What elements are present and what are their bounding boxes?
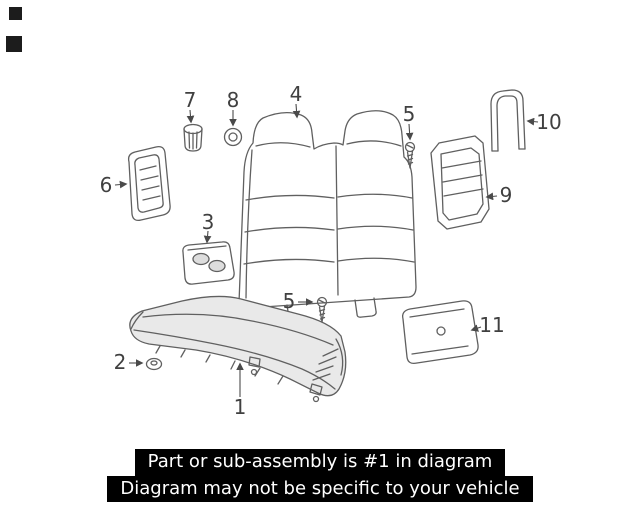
callout-arrow-10: [526, 117, 539, 126]
callout-label-5b: 5: [283, 289, 296, 313]
part-screw-lower: [316, 296, 328, 323]
part-cupholder: [182, 241, 235, 285]
callout-label-4: 4: [290, 82, 303, 106]
callout-label-8: 8: [227, 88, 240, 112]
footer-banner: Part or sub-assembly is #1 in diagram Di…: [0, 449, 640, 502]
footer-line-2: Diagram may not be specific to your vehi…: [107, 475, 533, 502]
callout-arrow-3: [203, 230, 212, 244]
part-armrest-frame: [430, 135, 490, 230]
callout-arrow-11: [470, 324, 482, 332]
callout-label-11: 11: [479, 313, 504, 337]
part-grommet: [223, 127, 243, 147]
parts-diagram-svg: 1 2 3 4 5 5 6 7 8 9 10 11: [100, 82, 562, 419]
corner-mark-bottom: [6, 36, 22, 52]
callout-label-9: 9: [500, 183, 513, 207]
corner-mark-top: [9, 7, 22, 20]
callout-label-1: 1: [234, 395, 247, 419]
callout-label-3: 3: [202, 210, 215, 234]
part-seat-cushion: [129, 295, 347, 403]
part-side-panel: [127, 145, 171, 222]
part-screw-upper: [404, 141, 416, 169]
callout-label-2: 2: [114, 350, 127, 374]
part-trim-rail: [402, 300, 479, 365]
callout-label-6: 6: [100, 173, 113, 197]
part-clip: [145, 357, 163, 371]
part-seat-back: [238, 110, 417, 325]
footer-line-1: Part or sub-assembly is #1 in diagram: [134, 449, 506, 476]
callout-arrow-9: [485, 192, 498, 201]
part-channel-strip: [490, 89, 526, 152]
callout-label-5a: 5: [403, 102, 416, 126]
part-bumper: [183, 123, 203, 152]
callout-label-7: 7: [184, 88, 197, 112]
callout-arrow-6: [114, 180, 128, 189]
callout-label-10: 10: [536, 110, 561, 134]
callout-arrow-5a: [405, 123, 414, 141]
callout-arrow-4: [292, 103, 301, 119]
callout-arrow-7: [186, 109, 195, 124]
